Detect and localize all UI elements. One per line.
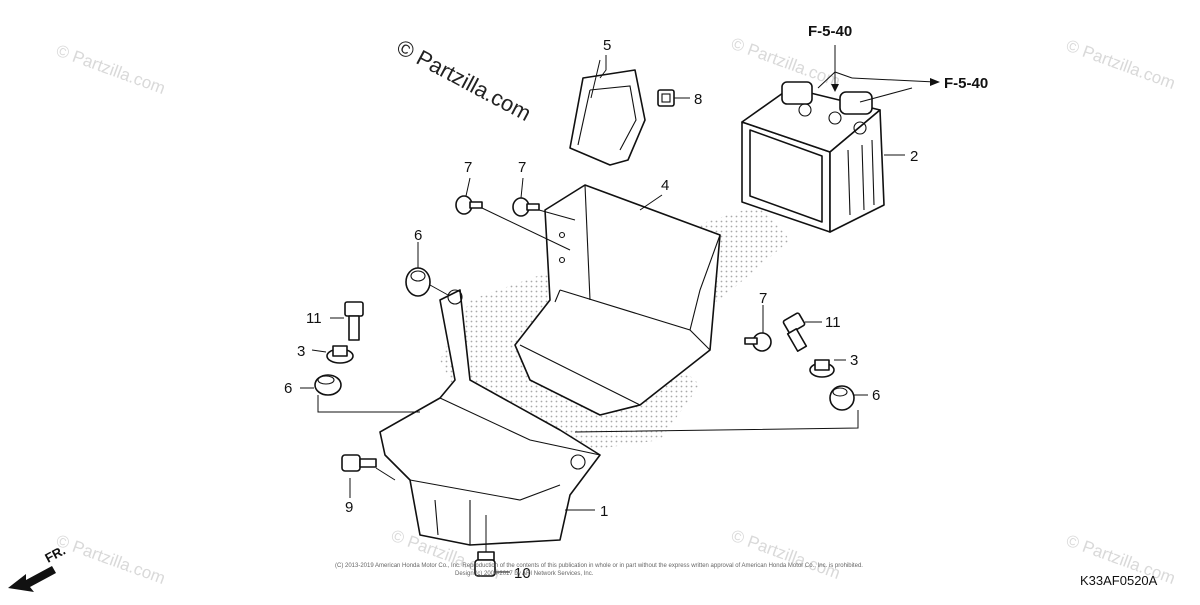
- watermark-text: © Partzilla.com: [54, 41, 168, 98]
- callout-6c: 6: [872, 387, 880, 404]
- callout-5: 5: [603, 37, 611, 54]
- grommet-part-6-c[interactable]: [829, 385, 855, 411]
- callout-11a: 11: [306, 310, 322, 327]
- copyright-line-1: (C) 2013-2019 American Honda Motor Co., …: [335, 563, 863, 569]
- front-direction-indicator: FR.: [8, 543, 68, 592]
- battery-box-part-4[interactable]: [514, 184, 721, 416]
- callout-8: 8: [694, 91, 702, 108]
- watermark-text: © Partzilla.com: [54, 531, 168, 588]
- grommet-part-6-b[interactable]: [314, 374, 342, 396]
- collar-part-3-a[interactable]: [326, 345, 354, 364]
- front-arrow-icon: [8, 566, 56, 592]
- screw-part-7-a[interactable]: [455, 195, 483, 215]
- bolt-part-11-a[interactable]: [344, 301, 364, 341]
- bracket-part-1[interactable]: [379, 289, 601, 546]
- bolt-part-11-b[interactable]: [782, 312, 808, 352]
- grommet-part-6-a[interactable]: [405, 267, 431, 297]
- bolt-part-9[interactable]: [341, 454, 377, 472]
- callout-6b: 6: [284, 380, 292, 397]
- screw-part-7-b[interactable]: [512, 197, 540, 217]
- clip-nut-part-8[interactable]: [657, 89, 675, 107]
- reference-right: F-5-40: [944, 75, 988, 92]
- callout-2: 2: [910, 148, 918, 165]
- diagram-code: K33AF0520A: [1080, 573, 1158, 588]
- callout-7c: 7: [759, 290, 767, 307]
- watermark-text: © Partzilla.com: [1064, 36, 1178, 93]
- callout-3a: 3: [297, 343, 305, 360]
- leader-lines: [300, 45, 940, 573]
- callout-1: 1: [600, 503, 608, 520]
- callout-6a: 6: [414, 227, 422, 244]
- copyright-line-2: Design (c) 2004-2017 by ARI Network Serv…: [455, 571, 594, 577]
- reference-top: F-5-40: [808, 23, 852, 40]
- callout-7a: 7: [464, 159, 472, 176]
- callout-11b: 11: [825, 314, 841, 331]
- callout-9: 9: [345, 499, 353, 516]
- screw-part-7-c[interactable]: [744, 332, 772, 352]
- abs-modulator-part-2[interactable]: [741, 81, 885, 233]
- cover-part-5[interactable]: [569, 69, 646, 166]
- watermark-text: © Partzilla.com: [729, 526, 843, 583]
- callout-10: 10: [514, 565, 531, 582]
- callout-4: 4: [661, 177, 669, 194]
- callout-7b: 7: [518, 159, 526, 176]
- main-watermark-text: © Partzilla.com: [393, 34, 536, 126]
- arrow-head-icon: [831, 84, 839, 92]
- callout-labels: 5 8 2 4 7 7 6 11 3 6 7 11 3 6 9 1 10 F-5…: [284, 23, 988, 582]
- collar-part-3-b[interactable]: [809, 359, 835, 378]
- arrow-head-icon: [930, 78, 940, 86]
- bolt-part-10[interactable]: [474, 551, 496, 577]
- callout-3b: 3: [850, 352, 858, 369]
